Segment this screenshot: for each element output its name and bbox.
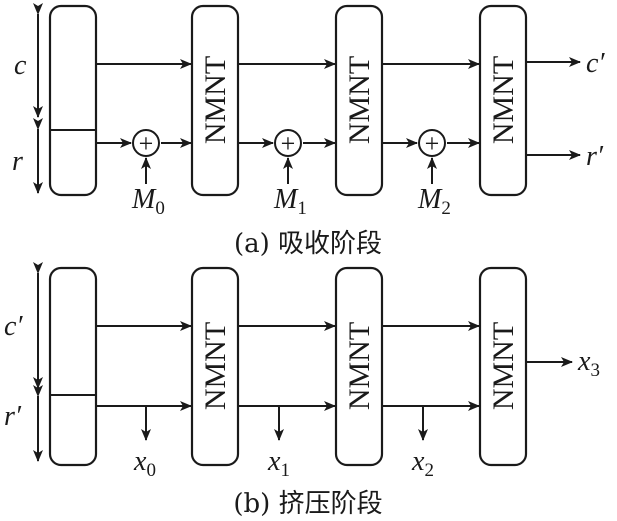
nmnt-block-0: NMNT bbox=[190, 266, 240, 467]
svg-text:NMNT: NMNT bbox=[199, 322, 232, 410]
nmnt-block-0: NMNT bbox=[190, 4, 240, 197]
output-label-1: x1 bbox=[267, 446, 290, 481]
message-label-2: M2 bbox=[417, 184, 451, 219]
svg-text:NMNT: NMNT bbox=[199, 56, 232, 144]
capacity-output-label: c′ bbox=[586, 48, 605, 79]
capacity-label: c bbox=[14, 50, 27, 81]
xor-gate-2: + bbox=[418, 129, 446, 158]
nmnt-block-2: NMNT bbox=[478, 4, 528, 197]
svg-text:NMNT: NMNT bbox=[487, 322, 520, 410]
nmnt-block-1: NMNT bbox=[334, 4, 384, 197]
squeeze-caption: (b) 挤压阶段 bbox=[233, 489, 382, 519]
rate-output-label: r′ bbox=[586, 141, 604, 172]
svg-text:NMNT: NMNT bbox=[487, 56, 520, 144]
absorb-caption: (a) 吸收阶段 bbox=[234, 229, 382, 259]
rate-label: r′ bbox=[4, 401, 22, 432]
svg-text:+: + bbox=[281, 129, 296, 158]
svg-text:+: + bbox=[425, 129, 440, 158]
initial-state-box bbox=[48, 4, 98, 197]
svg-text:NMNT: NMNT bbox=[343, 56, 376, 144]
svg-text:+: + bbox=[139, 129, 154, 158]
output-label-0: x0 bbox=[133, 446, 156, 481]
absorb-phase-panel: c r + + + bbox=[12, 3, 605, 259]
nmnt-block-1: NMNT bbox=[334, 266, 384, 467]
rate-label: r bbox=[12, 146, 23, 177]
svg-text:NMNT: NMNT bbox=[343, 322, 376, 410]
nmnt-block-2: NMNT bbox=[478, 266, 528, 467]
capacity-label: c′ bbox=[4, 311, 23, 342]
squeeze-phase-panel: c′ r′ x0 x1 x2 x3 NMNT NMNT bbox=[4, 262, 600, 519]
message-label-1: M1 bbox=[273, 184, 307, 219]
message-label-0: M0 bbox=[131, 184, 165, 219]
output-label-2: x2 bbox=[411, 446, 434, 481]
xor-gate-1: + bbox=[274, 129, 302, 158]
xor-gate-0: + bbox=[132, 129, 160, 158]
output-label-3: x3 bbox=[577, 346, 600, 381]
initial-state-box bbox=[48, 266, 98, 467]
